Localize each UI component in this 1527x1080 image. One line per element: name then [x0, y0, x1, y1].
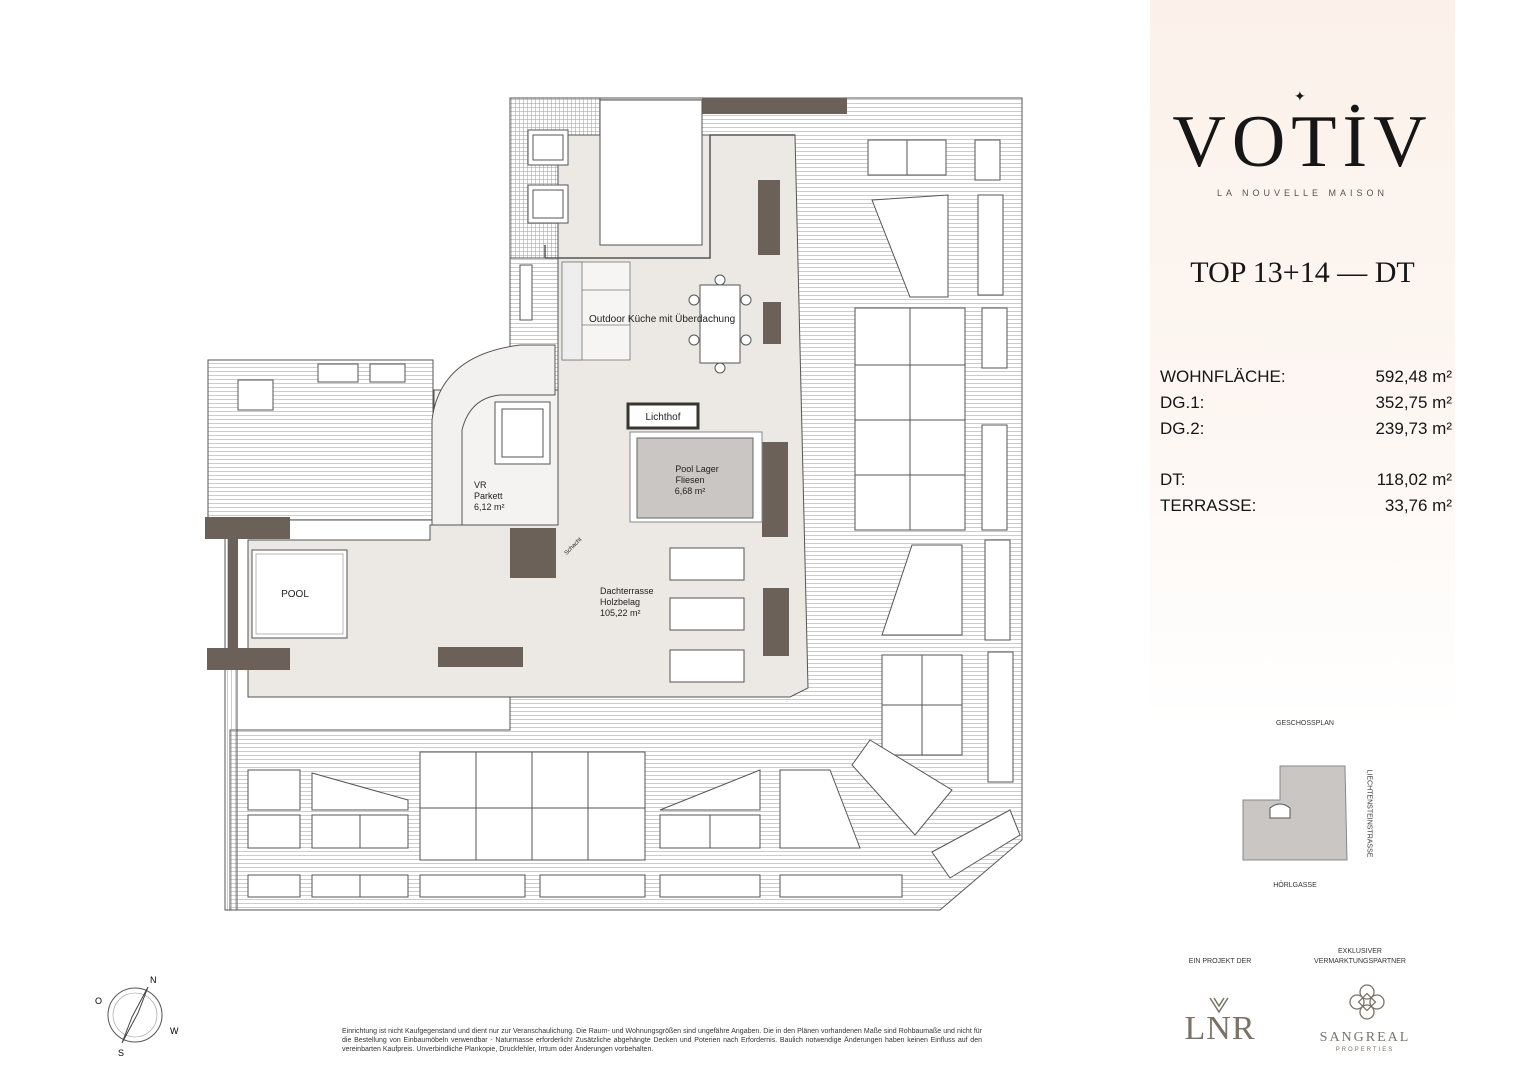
lichthof-box	[626, 402, 700, 430]
kitchen-counters	[561, 261, 631, 361]
disclaimer-text: Einrichtung ist nicht Kaufgegenstand und…	[342, 1028, 982, 1053]
compass-w: W	[170, 1026, 179, 1036]
area-value: 352,75 m²	[1375, 393, 1452, 412]
site-plan-title: GESCHOSSPLAN	[1276, 720, 1334, 727]
area-label: WOHNFLÄCHE:	[1160, 367, 1286, 386]
label-lichthof: Lichthof	[645, 412, 680, 423]
skylights-south	[247, 751, 903, 898]
area-row-dg2: DG.2: 239,73 m²	[1160, 419, 1452, 439]
label-terrace-3: 105,22 m²	[600, 608, 641, 618]
dining-table	[688, 274, 752, 374]
compass-n: N	[150, 975, 157, 985]
loungers	[669, 547, 745, 683]
area-value: 33,76 m²	[1384, 496, 1452, 515]
label-pool-lager-2: Fliesen	[675, 475, 704, 485]
label-terrace-2: Holzbelag	[600, 597, 640, 607]
pool-inner	[255, 553, 344, 635]
compass-needle	[121, 986, 149, 1044]
lnr-logo: LNR	[1184, 1010, 1256, 1047]
area-row-dt: DT: 118,02 m²	[1160, 470, 1452, 490]
skylights-north	[237, 129, 569, 411]
label-vr-2: Parkett	[474, 491, 503, 501]
brand-tagline: LA NOUVELLE MAISON	[1216, 188, 1389, 198]
label-terrace-1: Dachterrasse	[600, 586, 654, 596]
area-label: DG.1:	[1160, 393, 1205, 412]
label-vr-1: VR	[474, 480, 487, 490]
area-row-wohnflaeche: WOHNFLÄCHE: 592,48 m²	[1160, 367, 1452, 387]
area-value: 239,73 m²	[1375, 419, 1452, 438]
area-label: TERRASSE:	[1160, 496, 1257, 515]
label-outdoor-kitchen: Outdoor Küche mit Überdachung	[589, 313, 735, 325]
exclusive-label-2: VERMARKTUNGSPARTNER	[1314, 958, 1406, 965]
label-pool-lager-1: Pool Lager	[675, 464, 719, 474]
sangreal-logo: SANGREAL	[1319, 1030, 1411, 1045]
info-panel	[1150, 0, 1455, 720]
area-label: DG.2:	[1160, 419, 1205, 438]
pool-outline	[251, 549, 348, 639]
street-hoerlgasse: HÖRLGASSE	[1273, 882, 1317, 889]
lnr-emblem-icon	[1209, 997, 1229, 1014]
floor-plan: Outdoor Küche mit Überdachung Lichthof P…	[95, 97, 1023, 1058]
sangreal-sub: PROPERTIES	[1335, 1047, 1395, 1053]
project-by-label: EIN PROJEKT DER	[1188, 958, 1252, 965]
exclusive-label-1: EXKLUSIVER	[1338, 948, 1382, 955]
compass: N O W S	[95, 975, 179, 1058]
label-pool: POOL	[281, 589, 309, 600]
street-liechtensteinstrasse: LIECHTENSTEINSTRASSE	[1365, 769, 1373, 858]
area-label: DT:	[1160, 470, 1186, 489]
compass-s: S	[118, 1048, 124, 1058]
pool-lager-fill	[636, 437, 754, 519]
unit-title: TOP 13+14 — DT	[1190, 256, 1415, 289]
label-pool-lager-3: 6,68 m²	[675, 486, 706, 496]
brand-logo: VOTİV	[1172, 101, 1433, 183]
site-plan	[1242, 765, 1348, 861]
area-row-terrasse: TERRASSE: 33,76 m²	[1160, 496, 1452, 516]
walls	[205, 98, 847, 670]
sangreal-emblem-icon	[1349, 984, 1385, 1020]
compass-o: O	[95, 996, 102, 1006]
area-value: 118,02 m²	[1376, 470, 1452, 489]
skylights-east	[851, 139, 1021, 879]
logo-star-icon: ✦	[1294, 88, 1306, 104]
area-value: 592,48 m²	[1375, 367, 1452, 386]
stair	[431, 344, 556, 526]
area-row-dg1: DG.1: 352,75 m²	[1160, 393, 1452, 413]
label-vr-3: 6,12 m²	[474, 502, 505, 512]
